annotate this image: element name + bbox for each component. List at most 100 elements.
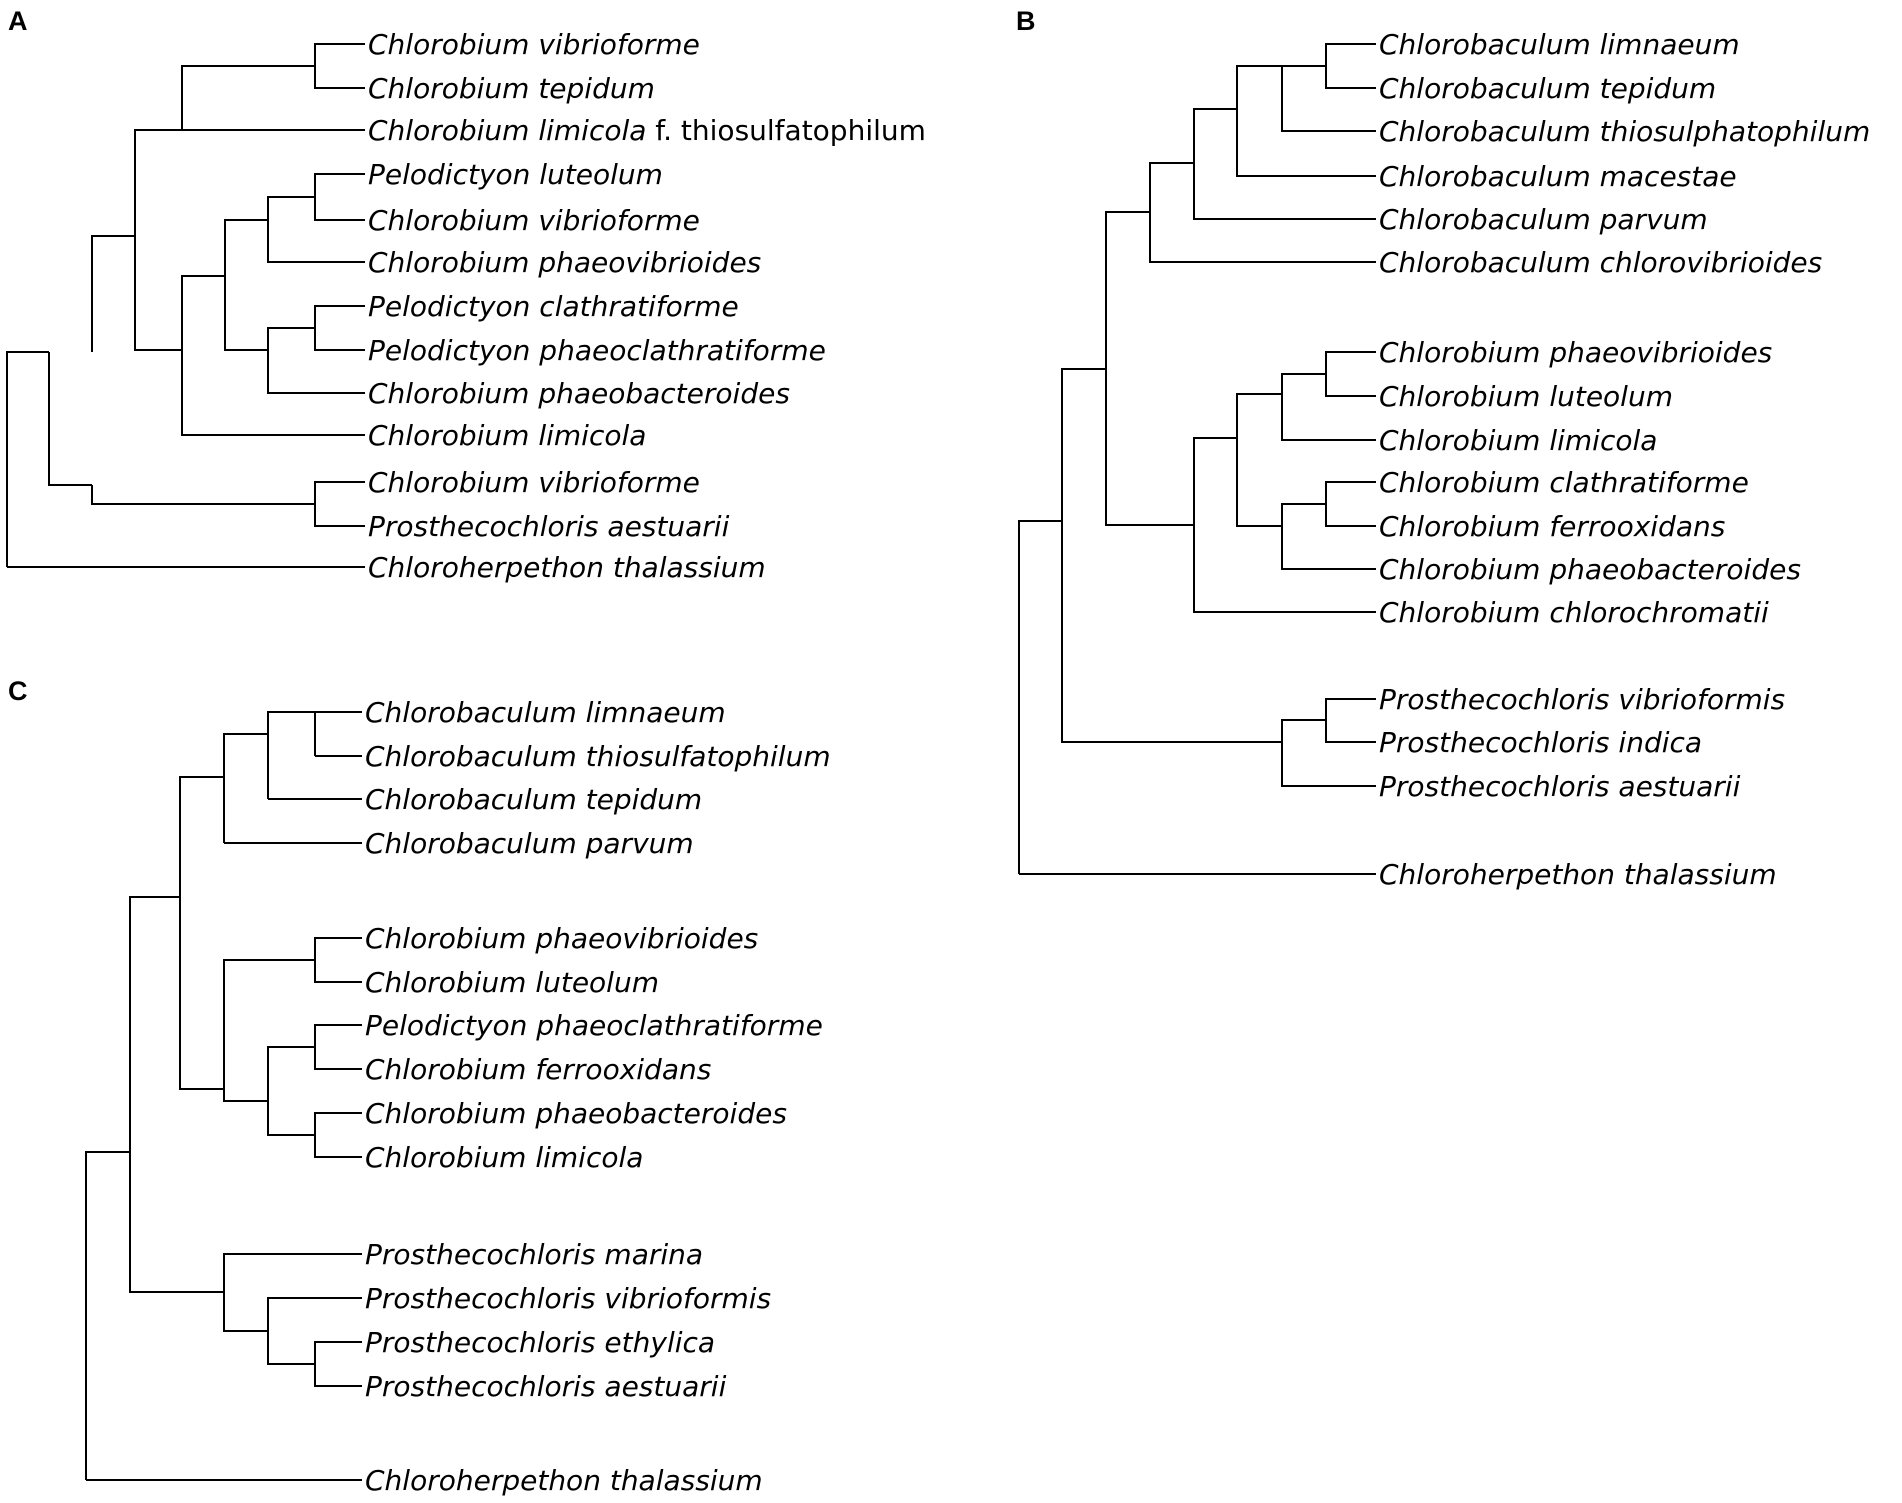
taxon-label: Chlorobium vibrioforme xyxy=(368,466,700,499)
taxon-label: Prosthecochloris marina xyxy=(365,1238,703,1271)
tree-branch xyxy=(314,960,362,983)
tree-branch xyxy=(314,173,365,197)
taxon-label: Chlorobium luteolum xyxy=(1379,380,1673,413)
taxon-name: Chlorobium vibrioforme xyxy=(368,204,700,237)
tree-branch xyxy=(1281,719,1326,742)
tree-branch xyxy=(224,276,268,351)
taxon-name: Chlorobium luteolum xyxy=(1379,380,1673,413)
panel-label: A xyxy=(8,6,28,36)
tree-branch xyxy=(314,305,365,328)
taxon-name: Chlorobaculum limnaeum xyxy=(1379,28,1740,61)
tree-branch xyxy=(1236,109,1376,177)
tree-panel-a: A Chlorobium vibrioforme Chlorobium tepidu… xyxy=(6,6,926,584)
tree-branch xyxy=(267,220,365,263)
taxon-name: Chlorobaculum macestae xyxy=(1379,160,1737,193)
taxon-label: Chlorobium phaeobacteroides xyxy=(365,1097,787,1130)
taxon-name: Prosthecochloris marina xyxy=(365,1238,703,1271)
tree-branch xyxy=(1236,438,1282,527)
tree-branch xyxy=(1193,525,1376,613)
taxon-name: Chlorobium phaeovibrioides xyxy=(365,922,758,955)
tree-branch xyxy=(48,352,92,486)
tree-branch xyxy=(314,43,365,66)
taxon-label: Prosthecochloris aestuarii xyxy=(368,510,730,543)
taxon-name: Chlorobaculum tepidum xyxy=(1379,72,1716,105)
tree-branch xyxy=(181,350,365,436)
tree-branch xyxy=(267,350,365,394)
taxon-label: Chlorobium limicola xyxy=(365,1141,643,1174)
taxon-label: Prosthecochloris aestuarii xyxy=(365,1370,727,1403)
taxon-name: Chlorobaculum thiosulphatophilum xyxy=(1379,115,1870,148)
tree-branch xyxy=(6,351,49,567)
taxon-label: Pelodictyon phaeoclathratiforme xyxy=(365,1009,823,1042)
taxon-name: Chlorobaculum limnaeum xyxy=(365,696,726,729)
tree-branch xyxy=(85,1151,130,1480)
taxon-label: Chlorobaculum limnaeum xyxy=(365,696,726,729)
tree-branch xyxy=(224,219,268,276)
tree-branch xyxy=(314,1341,362,1364)
tree-branch xyxy=(314,937,362,960)
taxon-label: Chlorobaculum macestae xyxy=(1379,160,1737,193)
taxon-label: Chlorobium phaeobacteroides xyxy=(1379,553,1801,586)
tree-branch xyxy=(1236,393,1282,438)
taxon-name: Chlorobium limicola xyxy=(368,114,646,147)
tree-branch xyxy=(1149,162,1194,212)
taxon-label: Chlorobium limicola xyxy=(368,419,646,452)
tree-branch xyxy=(179,897,224,1090)
taxon-name: Chlorobaculum tepidum xyxy=(365,783,702,816)
tree-branch xyxy=(179,776,224,897)
taxon-label: Chlorobium phaeovibrioides xyxy=(368,246,761,279)
tree-branch xyxy=(181,275,225,350)
taxon-label: Chloroherpethon thalassium xyxy=(368,551,766,584)
taxon-label: Chlorobaculum chlorovibrioides xyxy=(1379,246,1822,279)
panel-label: B xyxy=(1016,6,1036,36)
tree-branch xyxy=(267,711,315,734)
taxon-label: Chlorobium chlorochromatii xyxy=(1379,596,1769,629)
tree-branch xyxy=(1325,720,1376,743)
tree-branch xyxy=(314,1047,362,1070)
tree-branch xyxy=(1325,504,1376,527)
taxon-name: Chlorobium vibrioforme xyxy=(368,466,700,499)
taxon-name: Chlorobium ferrooxidans xyxy=(1379,510,1725,543)
taxon-name: Chlorobium chlorochromatii xyxy=(1379,596,1769,629)
taxon-label: Chlorobium luteolum xyxy=(365,966,659,999)
tree-branch xyxy=(1061,521,1282,743)
taxon-name: Chloroherpethon thalassium xyxy=(365,1464,763,1497)
taxon-name: Prosthecochloris vibrioformis xyxy=(365,1282,771,1315)
taxon-name: Pelodictyon phaeoclathratiforme xyxy=(368,334,826,367)
tree-branch xyxy=(134,129,182,236)
taxon-label: Prosthecochloris vibrioformis xyxy=(365,1282,771,1315)
tree-branch xyxy=(314,504,365,527)
tree-branch xyxy=(1061,368,1106,521)
taxon-label: Chlorobium phaeovibrioides xyxy=(365,922,758,955)
tree-branch xyxy=(314,481,365,504)
taxon-name: Prosthecochloris ethylica xyxy=(365,1326,715,1359)
taxon-label: Chlorobaculum limnaeum xyxy=(1379,28,1740,61)
tree-branch xyxy=(267,1046,315,1101)
tree-branch xyxy=(223,733,268,777)
tree-branch xyxy=(129,1152,224,1293)
tree-branch xyxy=(314,1364,362,1387)
taxon-name: Chlorobium tepidum xyxy=(368,72,655,105)
tree-branch xyxy=(1281,394,1376,441)
taxon-name: Chlorobium phaeobacteroides xyxy=(365,1097,787,1130)
tree-branch xyxy=(267,196,315,220)
taxon-name: Chlorobaculum thiosulfatophilum xyxy=(365,740,831,773)
taxon-name: Chlorobium limicola xyxy=(365,1141,643,1174)
tree-branch xyxy=(1325,351,1376,374)
tree-branch xyxy=(267,1297,362,1331)
tree-branch xyxy=(1236,65,1282,109)
taxon-label: Chlorobium ferrooxidans xyxy=(365,1053,711,1086)
tree-branch xyxy=(1105,211,1150,369)
taxon-name: Chloroherpethon thalassium xyxy=(1379,858,1777,891)
tree-branch xyxy=(1281,66,1376,132)
taxon-name: Chlorobium clathratiforme xyxy=(1379,466,1749,499)
taxon-name: Prosthecochloris aestuarii xyxy=(1379,770,1741,803)
taxon-label: Chloroherpethon thalassium xyxy=(1379,858,1777,891)
taxon-label: Chlorobaculum tepidum xyxy=(365,783,702,816)
taxon-label: Chlorobium tepidum xyxy=(368,72,655,105)
taxon-label: Pelodictyon phaeoclathratiforme xyxy=(368,334,826,367)
taxon-label: Chlorobaculum thiosulphatophilum xyxy=(1379,115,1870,148)
tree-branch xyxy=(314,1112,362,1135)
